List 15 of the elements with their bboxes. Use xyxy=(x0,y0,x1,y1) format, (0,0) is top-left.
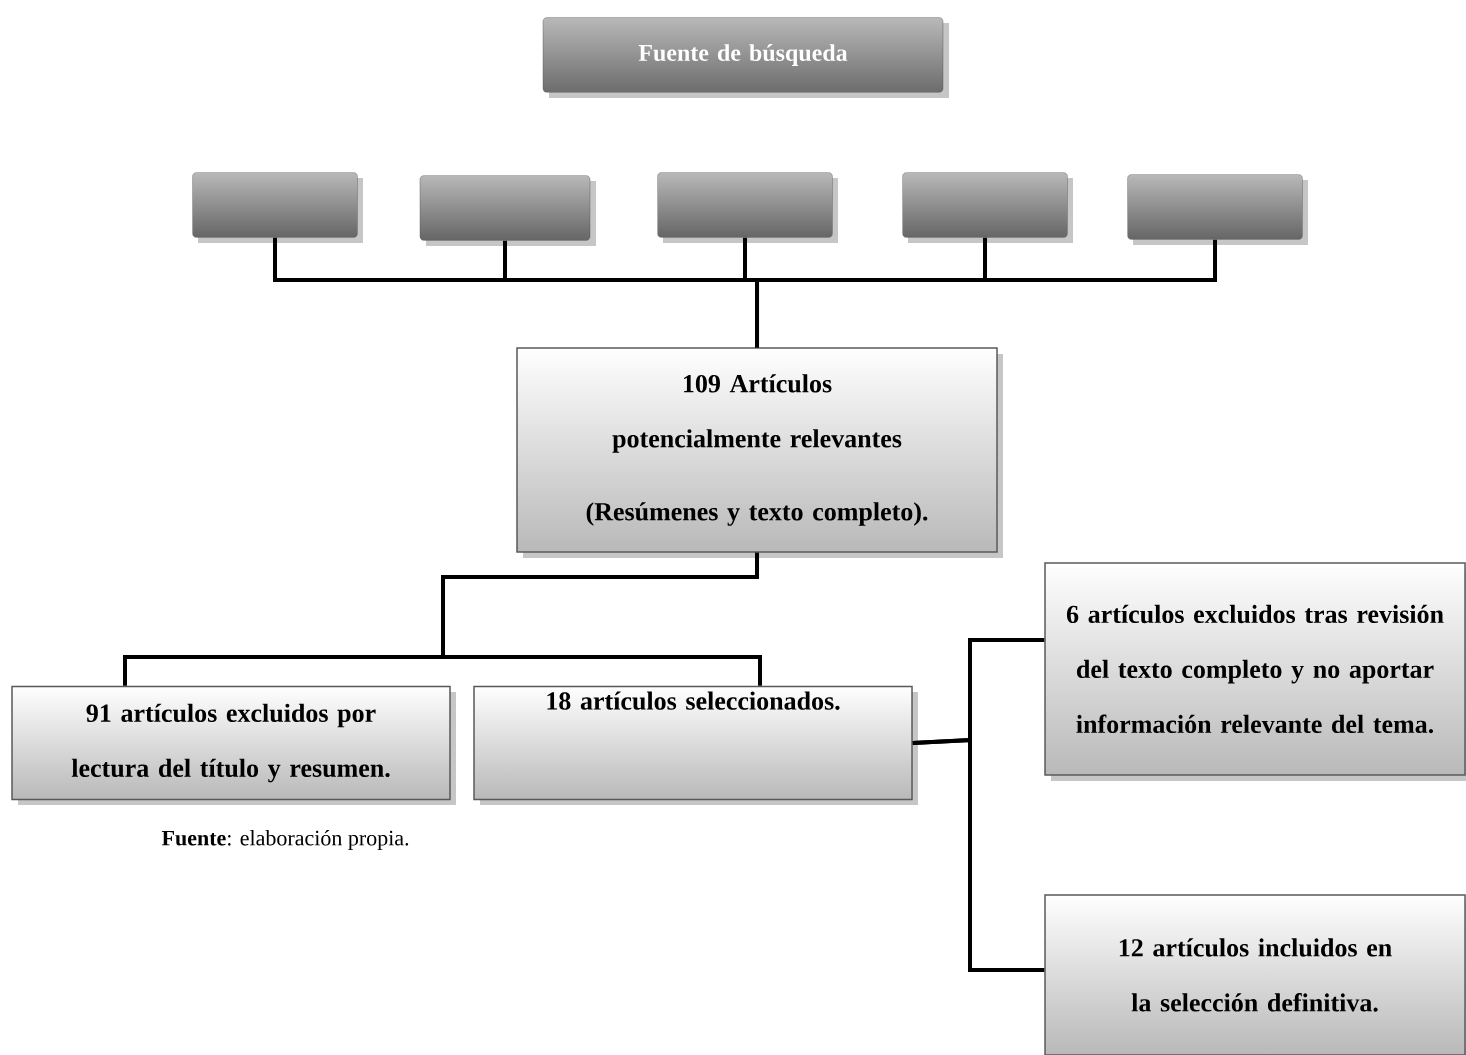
process-box: 109 Artículos potencialmente relevantes (Resúmenes y texto completo). xyxy=(516,347,1003,558)
source-note: Fuente: elaboración propia. xyxy=(161,830,409,850)
rounded-box xyxy=(192,172,363,243)
rounded-box xyxy=(902,172,1073,243)
rounded-box xyxy=(419,175,596,246)
connector-line xyxy=(441,552,762,686)
process-box: 91 artículos excluidos por lectura del título y resumen. xyxy=(11,685,456,805)
process-box: 12 artículos incluidos en la selección definitiva. xyxy=(1044,894,1466,1055)
process-box: 6 artículos excluidos tras revisión del texto completo y no aportar información relevante del tema. xyxy=(1044,562,1466,781)
connector-line xyxy=(912,737,1045,972)
rounded-box xyxy=(1127,174,1308,245)
process-box: 18 artículos seleccionados. xyxy=(473,685,918,805)
heading-box: Fuente de búsqueda xyxy=(542,17,949,98)
connector-line xyxy=(755,239,1217,348)
rounded-box xyxy=(657,172,838,243)
